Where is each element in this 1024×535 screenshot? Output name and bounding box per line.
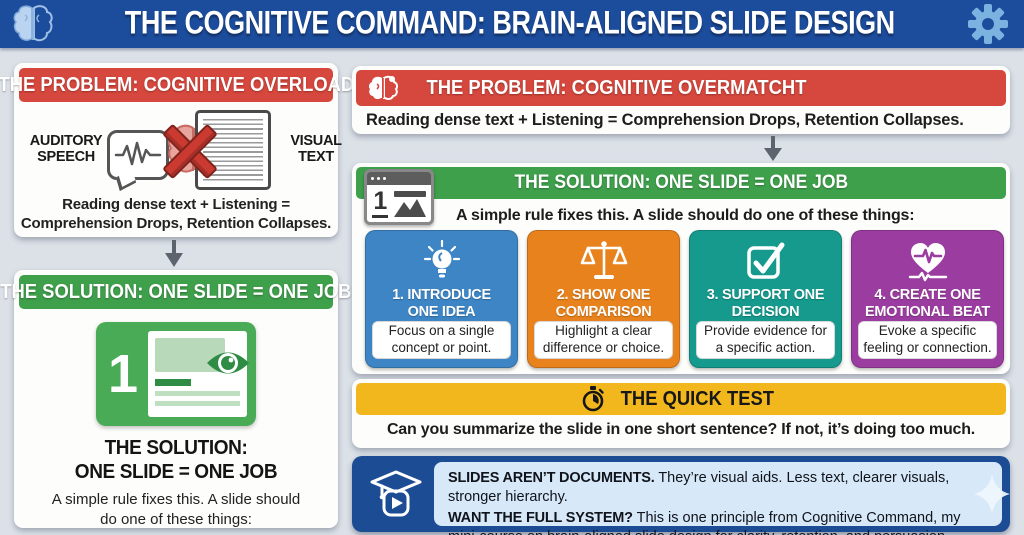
stopwatch-icon	[582, 386, 604, 412]
card-show-one-comparison: 2. SHOW ONE COMPARISON Highlight a clear…	[527, 230, 680, 368]
footer-line-1: SLIDES AREN’T DOCUMENTS. They’re visual …	[448, 470, 950, 506]
left-solution-header: THE SOLUTION: ONE SLIDE = ONE JOB	[0, 275, 352, 309]
right-problem-panel: THE PROBLEM: COGNITIVE OVERMATCHT Readin…	[352, 66, 1010, 134]
footer-line-2: WANT THE FULL SYSTEM? This is one princi…	[448, 510, 961, 535]
left-solution-panel: THE SOLUTION: ONE SLIDE = ONE JOB 1 THE …	[0, 270, 352, 528]
checkbox-icon	[744, 238, 788, 284]
slide-window-icon: 1	[364, 169, 434, 225]
overload-caption: Reading dense text + Listening = Compreh…	[20, 196, 332, 232]
down-arrow	[764, 136, 782, 161]
footer-text-box: SLIDES AREN’T DOCUMENTS. They’re visual …	[434, 462, 1010, 535]
right-problem-header: THE PROBLEM: COGNITIVE OVERMATCHT	[356, 70, 1006, 106]
eye-icon	[207, 352, 249, 374]
right-solution-body: A simple rule fixes this. A slide should…	[456, 207, 915, 224]
card-description: Highlight a clear difference or choice.	[534, 321, 673, 359]
sparkle-icon	[974, 474, 1010, 514]
visual-text-label: VISUAL TEXT	[290, 133, 342, 165]
speech-bubble-icon	[107, 130, 169, 180]
image-icon	[393, 190, 426, 217]
red-x-icon	[157, 118, 225, 186]
one-slide-graphic: 1	[96, 322, 256, 426]
left-solution-body: A simple rule fixes this. A slide should…	[51, 491, 301, 528]
right-solution-header: THE SOLUTION: ONE SLIDE = ONE JOB	[356, 167, 1006, 199]
gear-icon	[968, 4, 1008, 44]
card-introduce-one-idea: 1. INTRODUCE ONE IDEA Focus on a single …	[365, 230, 518, 368]
auditory-speech-label: AUDITORY SPEECH	[29, 133, 103, 165]
window-titlebar	[367, 172, 431, 185]
job-cards: 1. INTRODUCE ONE IDEA Focus on a single …	[365, 230, 1004, 368]
graduation-cap-icon	[370, 470, 422, 517]
scales-icon	[580, 238, 628, 284]
card-create-one-emotional-beat: 4. CREATE ONE EMOTIONAL BEAT Evoke a spe…	[851, 230, 1004, 368]
header-bar: THE COGNITIVE COMMAND: BRAIN-ALIGNED SLI…	[0, 0, 1024, 48]
down-arrow	[165, 240, 183, 267]
card-description: Focus on a single concept or point.	[372, 321, 511, 359]
card-description: Evoke a specific feeling or connection.	[858, 321, 997, 359]
lightbulb-icon	[420, 238, 464, 284]
slide-text-line	[155, 391, 240, 396]
card-support-one-decision: 3. SUPPORT ONE DECISION Provide evidence…	[689, 230, 842, 368]
quick-test-body: Can you summarize the slide in one short…	[386, 421, 976, 438]
brain-icon	[13, 5, 53, 42]
slide-mockup	[148, 331, 249, 417]
left-solution-heading: THE SOLUTION: ONE SLIDE = ONE JOB	[74, 437, 278, 483]
window-number: 1	[372, 189, 389, 218]
left-problem-header: THE PROBLEM: COGNITIVE OVERLOAD	[0, 68, 354, 102]
footer-panel: SLIDES AREN’T DOCUMENTS. They’re visual …	[352, 456, 1010, 535]
overload-diagram: AUDITORY SPEECH VISUAL TEXT	[19, 102, 342, 194]
heartbeat-icon	[906, 238, 950, 284]
left-problem-panel: THE PROBLEM: COGNITIVE OVERLOAD AUDITORY…	[0, 63, 354, 237]
page-title: THE COGNITIVE COMMAND: BRAIN-ALIGNED SLI…	[125, 5, 895, 42]
right-solution-panel: 1 THE SOLUTION: ONE SLIDE = ONE JOB A si…	[352, 163, 1010, 374]
slide-text-line	[155, 401, 240, 406]
right-problem-body: Reading dense text + Listening = Compreh…	[366, 111, 964, 129]
slide-number: 1	[107, 344, 139, 404]
quick-test-panel: THE QUICK TEST Can you summarize the sli…	[352, 379, 1010, 448]
brain-gear-icon	[368, 75, 398, 101]
quick-test-header: THE QUICK TEST	[356, 383, 1006, 415]
slide-title-bar	[155, 379, 191, 386]
card-description: Provide evidence for a specific action.	[696, 321, 835, 359]
